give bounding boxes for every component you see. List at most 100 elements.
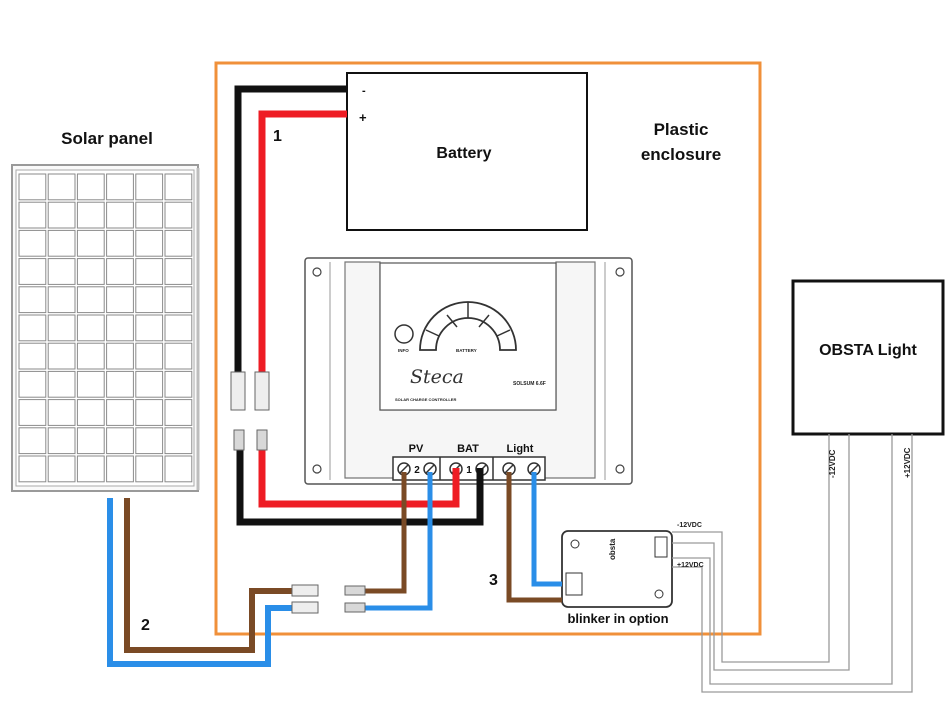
solar-cell — [106, 286, 134, 314]
solar-cell — [106, 229, 134, 257]
solar-cell — [106, 201, 134, 229]
blinker-label: blinker in option — [567, 611, 668, 626]
terminal-screw-slot — [529, 464, 539, 474]
blinker-plus-label: +12VDC — [677, 562, 704, 569]
solar-cell — [135, 455, 164, 483]
solar-cell — [47, 201, 76, 229]
plastic-enclosure — [214, 61, 762, 636]
solar-cell — [164, 229, 193, 257]
terminal-screw-slot — [504, 464, 514, 474]
wire-connectors-2 — [291, 584, 366, 614]
light-label: Light — [507, 443, 534, 455]
solar-cell — [106, 427, 134, 455]
solar-cell — [18, 342, 47, 370]
wire-1-label: 1 — [273, 128, 282, 145]
solar-cell — [164, 399, 193, 426]
solar-cell — [18, 455, 47, 483]
wire-2-label: 2 — [141, 617, 150, 634]
plus-12vdc-label: +12VDC — [903, 447, 912, 478]
solar-cell — [76, 286, 105, 314]
solar-cell — [18, 258, 47, 285]
solar-cell — [76, 258, 105, 285]
solar-cell — [47, 173, 76, 201]
solar-cell — [47, 314, 76, 342]
solar-cell — [164, 258, 193, 285]
solar-cell — [106, 342, 134, 370]
blinker-minus-label: -12VDC — [677, 522, 702, 529]
solar-cell — [135, 286, 164, 314]
solar-cell — [47, 229, 76, 257]
solar-panel — [11, 164, 200, 492]
bat-number: 1 — [466, 465, 472, 476]
solar-cell — [106, 173, 134, 201]
solar-cell — [135, 258, 164, 285]
solar-cell — [106, 370, 134, 398]
grey-cables — [672, 434, 913, 693]
solar-cell — [164, 427, 193, 455]
obsta-light-label: OBSTA Light — [819, 342, 917, 359]
solar-cell — [18, 314, 47, 342]
solar-cell — [18, 427, 47, 455]
solar-cell — [164, 370, 193, 398]
solar-panel-cells — [18, 173, 193, 483]
solar-cell — [18, 399, 47, 426]
solar-cell — [164, 201, 193, 229]
wire-connectors-1 — [230, 371, 270, 451]
solar-cell — [106, 455, 134, 483]
solar-cell — [76, 455, 105, 483]
solar-cell — [76, 173, 105, 201]
solar-cell — [106, 314, 134, 342]
solar-cell — [135, 427, 164, 455]
battery-minus-label: - — [362, 85, 366, 97]
charge-controller — [304, 257, 633, 485]
solar-cell — [47, 258, 76, 285]
controller-display-label: BATTERY — [456, 348, 477, 353]
battery-label: Battery — [436, 145, 491, 162]
solar-cell — [76, 427, 105, 455]
enclosure-label-line2: enclosure — [641, 145, 721, 164]
solar-cell — [47, 370, 76, 398]
solar-cell — [47, 399, 76, 426]
solar-panel-label: Solar panel — [61, 129, 153, 148]
solar-cell — [106, 258, 134, 285]
solar-cell — [164, 342, 193, 370]
solar-cell — [18, 173, 47, 201]
light-wires — [506, 472, 562, 603]
solar-cell — [135, 201, 164, 229]
solar-cell — [164, 455, 193, 483]
solar-cell — [135, 370, 164, 398]
solar-cell — [164, 286, 193, 314]
solar-cell — [135, 314, 164, 342]
solar-cell — [164, 173, 193, 201]
solar-cell — [135, 229, 164, 257]
solar-cell — [47, 455, 76, 483]
controller-info-label: INFO — [398, 348, 409, 353]
solar-cell — [135, 342, 164, 370]
enclosure-label-line1: Plastic — [654, 120, 709, 139]
solar-cell — [76, 314, 105, 342]
controller-brand: Steca — [410, 366, 464, 388]
info-button-icon — [394, 324, 414, 344]
solar-cell — [135, 173, 164, 201]
wire-3-label: 3 — [489, 572, 498, 589]
battery-gauge-icon — [419, 301, 517, 351]
solar-cell — [164, 314, 193, 342]
solar-cell — [18, 201, 47, 229]
controller-subtitle: SOLAR CHARGE CONTROLLER — [395, 397, 456, 402]
solar-cell — [76, 399, 105, 426]
solar-cell — [18, 229, 47, 257]
blinker-brand: obsta — [608, 538, 617, 560]
terminal-screw-slot — [425, 464, 435, 474]
solar-cell — [76, 229, 105, 257]
solar-cell — [47, 286, 76, 314]
bat-label: BAT — [457, 443, 479, 455]
solar-cell — [76, 342, 105, 370]
controller-model: SOLSUM 6.6F — [513, 381, 546, 387]
solar-cell — [135, 399, 164, 426]
minus-12vdc-label: -12VDC — [828, 449, 837, 478]
pv-label: PV — [409, 443, 424, 455]
solar-cell — [76, 201, 105, 229]
battery-plus-label: + — [359, 110, 367, 125]
solar-cell — [47, 427, 76, 455]
